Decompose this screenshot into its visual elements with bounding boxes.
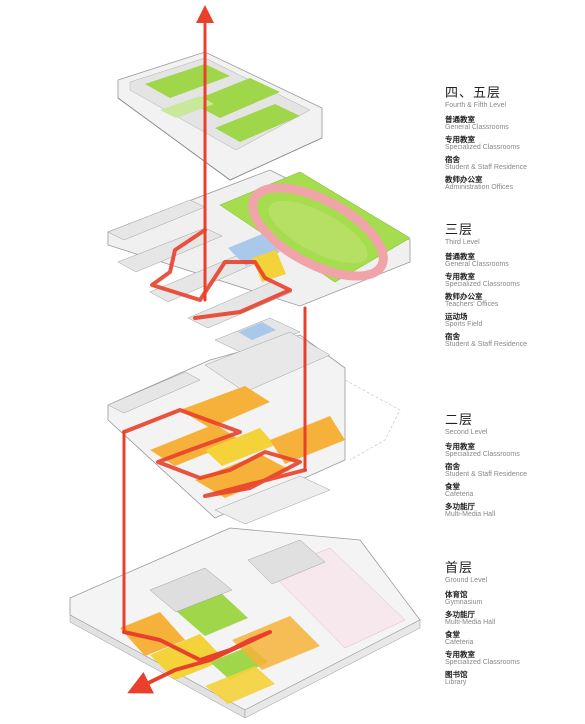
legend-item-en: Cafeteria — [445, 639, 474, 646]
legend-item-en: General Classrooms — [445, 261, 509, 268]
legend-item-cn: 普通教室 — [445, 252, 475, 261]
legend-item-en: Library — [445, 679, 467, 686]
legend-item-en: Administration Offices — [445, 184, 513, 191]
legend-item-cn: 多功能厅 — [445, 502, 475, 511]
legend-item: 宿舍 Student & Staff Residence — [445, 332, 580, 349]
level-legend-third: 三层 Third Level 普通教室 General Classrooms 专… — [445, 222, 580, 352]
ground-level-route — [122, 630, 272, 694]
legend-item-cn: 宿舍 — [445, 462, 460, 471]
legend-item-en: Teachers' Offices — [445, 301, 499, 308]
legend-item-en: Student & Staff Residence — [445, 471, 527, 478]
legend-item-cn: 运动场 — [445, 312, 468, 321]
level-title-en: Third Level — [445, 239, 480, 246]
legend-item-cn: 专用教室 — [445, 442, 475, 451]
legend-item-cn: 专用教室 — [445, 135, 475, 144]
legend-item-en: Student & Staff Residence — [445, 341, 527, 348]
legend-item-en: Gymnasium — [445, 599, 483, 606]
legend-item-en: Multi-Media Hall — [445, 619, 496, 626]
third-level-route — [150, 228, 292, 320]
legend-item-cn: 食堂 — [445, 630, 460, 639]
legend-item-en: Specialized Classrooms — [445, 281, 520, 288]
legend-item: 教师办公室 Administration Offices — [445, 175, 580, 192]
level-title-cn: 首层 — [445, 560, 474, 575]
running-track — [248, 183, 388, 281]
legend-item: 运动场 Sports Field — [445, 312, 580, 329]
legend-item: 食堂 Cafeteria — [445, 630, 580, 647]
legend-item: 宿舍 Student & Staff Residence — [445, 462, 580, 479]
legend-item: 宿舍 Student & Staff Residence — [445, 155, 580, 172]
legend-item: 专用教室 Specialized Classrooms — [445, 272, 580, 289]
exploded-axonometric-diagram — [69, 5, 421, 719]
legend-item-cn: 食堂 — [445, 482, 460, 491]
legend-item: 教师办公室 Teachers' Offices — [445, 292, 580, 309]
legend-item: 普通教室 General Classrooms — [445, 252, 580, 269]
legend-item: 图书馆 Library — [445, 670, 580, 687]
level-title-en: Ground Level — [445, 577, 488, 584]
level-title-cn: 二层 — [445, 412, 474, 427]
level-legend-fourth-fifth: 四、五层 Fourth & Fifth Level 普通教室 General C… — [445, 85, 580, 195]
level-title-cn: 四、五层 — [445, 85, 502, 100]
legend-item-cn: 专用教室 — [445, 650, 475, 659]
floor-4-5-plate — [117, 51, 323, 181]
legend-item-cn: 宿舍 — [445, 332, 460, 341]
legend-item-en: General Classrooms — [445, 124, 509, 131]
legend-item: 体育馆 Gymnasium — [445, 590, 580, 607]
legend-item-cn: 图书馆 — [445, 670, 468, 679]
second-level-route — [122, 408, 307, 498]
level-title-cn: 三层 — [445, 222, 474, 237]
level-title-en: Second Level — [445, 429, 488, 436]
legend-item-cn: 多功能厅 — [445, 610, 475, 619]
legend-item-en: Specialized Classrooms — [445, 451, 520, 458]
level-legend-second: 二层 Second Level 专用教室 Specialized Classro… — [445, 412, 580, 522]
legend-item-cn: 体育馆 — [445, 590, 468, 599]
legend-item-cn: 宿舍 — [445, 155, 460, 164]
legend-item: 专用教室 Specialized Classrooms — [445, 442, 580, 459]
legend-item: 普通教室 General Classrooms — [445, 115, 580, 132]
legend-item: 专用教室 Specialized Classrooms — [445, 650, 580, 667]
legend-item: 专用教室 Specialized Classrooms — [445, 135, 580, 152]
legend-item-cn: 教师办公室 — [445, 175, 483, 184]
floor-2-plate — [107, 331, 401, 525]
level-legend-ground: 首层 Ground Level 体育馆 Gymnasium 多功能厅 Multi… — [445, 560, 580, 690]
circulation-route — [122, 5, 307, 694]
legend-item-cn: 专用教室 — [445, 272, 475, 281]
legend-item-en: Student & Staff Residence — [445, 164, 527, 171]
legend-item-en: Cafeteria — [445, 491, 474, 498]
legend-item-cn: 普通教室 — [445, 115, 475, 124]
legend-item-en: Specialized Classrooms — [445, 144, 520, 151]
ground-floor-plate — [69, 527, 421, 719]
floor-3-plate — [107, 169, 411, 355]
legend-item-en: Multi-Media Hall — [445, 511, 496, 518]
legend-item-en: Specialized Classrooms — [445, 659, 520, 666]
legend-item: 多功能厅 Multi-Media Hall — [445, 610, 580, 627]
legend-item: 多功能厅 Multi-Media Hall — [445, 502, 580, 519]
legend-item-cn: 教师办公室 — [445, 292, 483, 301]
legend-item-en: Sports Field — [445, 321, 483, 328]
level-title-en: Fourth & Fifth Level — [445, 102, 507, 109]
legend-item: 食堂 Cafeteria — [445, 482, 580, 499]
